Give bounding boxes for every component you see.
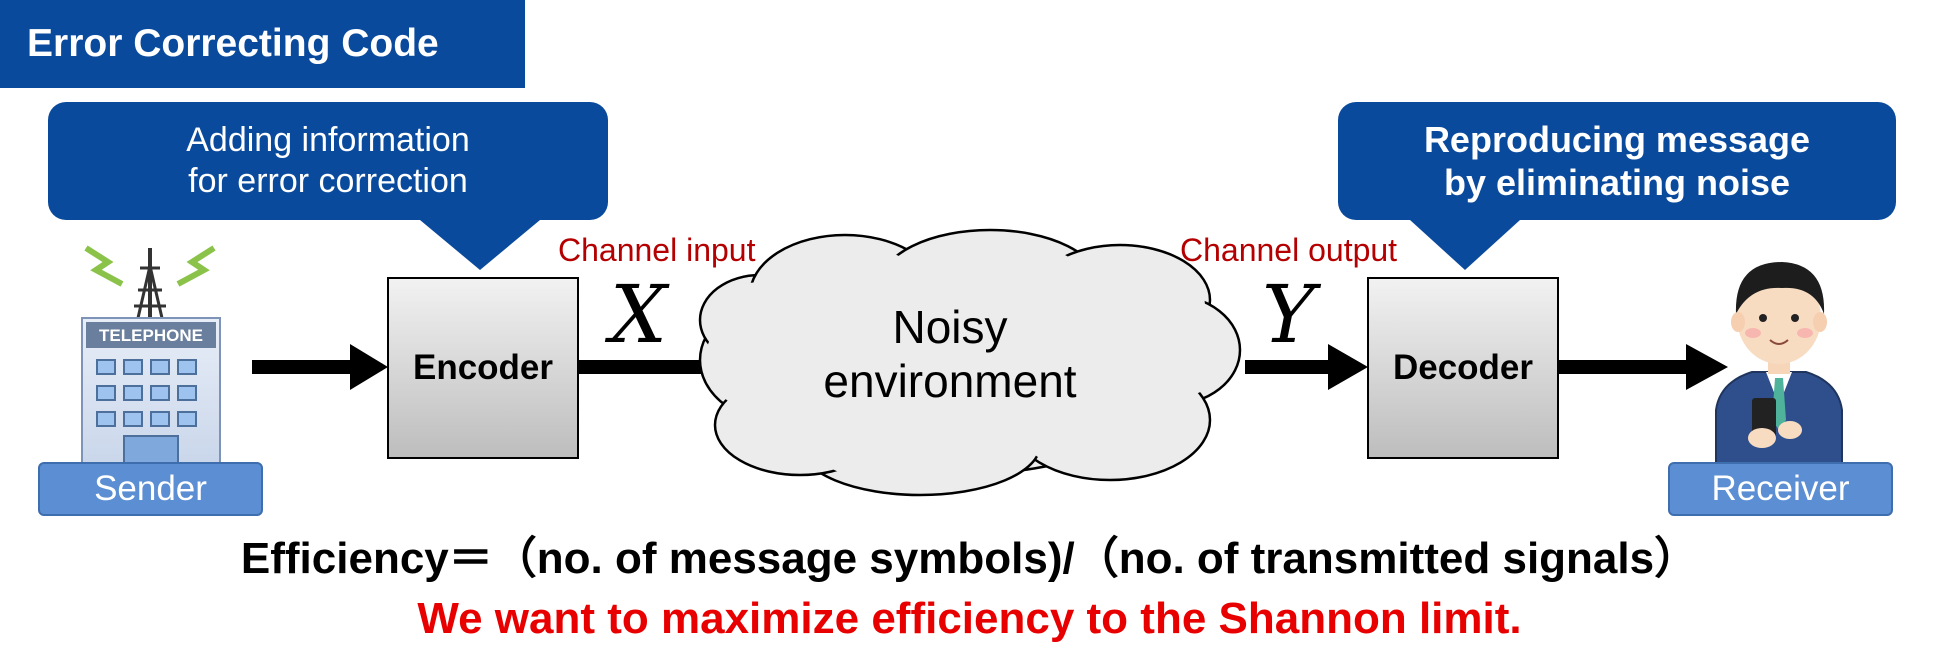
channel-output-symbol: Y	[1262, 268, 1315, 361]
noise-label-line2: environment	[823, 355, 1077, 408]
callout-decoder-shape	[1338, 102, 1896, 270]
decoder-label: Decoder	[1392, 348, 1534, 387]
receiver-label: Receiver	[1668, 462, 1893, 516]
callout-encoder-text: Adding information for error correction	[48, 102, 608, 220]
decoder-to-receiver-arrow	[1558, 344, 1728, 390]
decoder-box	[1367, 277, 1559, 459]
callout-encoder-line1: Adding information	[186, 121, 470, 160]
callout-decoder-line1: Reproducing message	[1423, 118, 1811, 160]
efficiency-formula: Efficiency＝（no. of message symbols)/（no.…	[240, 534, 1699, 583]
sender-to-encoder-arrow	[252, 344, 388, 390]
channel-output-label: Channel output	[1180, 232, 1398, 268]
encoder-to-noise-line	[578, 360, 704, 374]
channel-input-label: Channel input	[558, 232, 756, 268]
noise-to-decoder-arrow	[1245, 344, 1368, 390]
noise-cloud-label: Noisy environment	[760, 300, 1140, 409]
channel-input-symbol: X	[610, 268, 667, 361]
noise-label-line1: Noisy	[892, 301, 1008, 353]
encoder-label: Encoder	[412, 348, 554, 387]
building-sign-text: TELEPHONE	[99, 326, 203, 345]
receiver-person-illustration	[1715, 262, 1843, 469]
goal-statement: We want to maximize efficiency to the Sh…	[417, 594, 1522, 643]
callout-encoder-shape	[48, 102, 608, 270]
page-title: Error Correcting Code	[0, 0, 525, 88]
sender-building-illustration: TELEPHONE	[81, 245, 221, 467]
callout-decoder-text: Reproducing message by eliminating noise	[1338, 102, 1896, 220]
callout-decoder-line2: by eliminating noise	[1443, 162, 1791, 203]
sender-label: Sender	[38, 462, 263, 516]
encoder-box	[387, 277, 579, 459]
noise-cloud-fill	[705, 240, 1230, 485]
callout-encoder-line2: for error correction	[188, 162, 468, 200]
